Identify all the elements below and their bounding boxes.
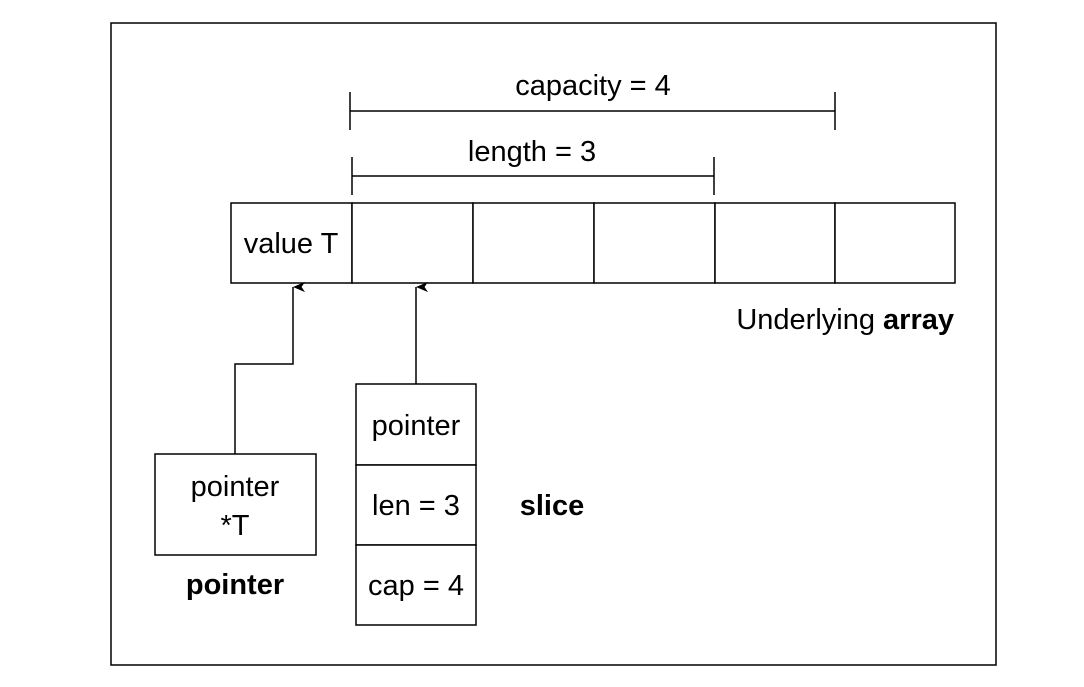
array-cell [834, 202, 956, 284]
pointer-box-line1: pointer [191, 471, 280, 503]
capacity-label: capacity = 4 [515, 70, 671, 102]
pointer-box-line2: *T [221, 510, 250, 542]
array-cell [230, 202, 353, 284]
length-dimension: length = 3 [351, 136, 715, 195]
array-caption: Underlying array [736, 304, 954, 336]
slice-field-pointer-label: pointer [372, 410, 461, 442]
array-cell [714, 202, 836, 284]
slice-field-len [355, 464, 477, 546]
pointer-arrow [234, 281, 305, 454]
capacity-dimension: capacity = 4 [349, 70, 836, 130]
pointer-caption: pointer [186, 569, 284, 601]
diagram-frame [110, 22, 997, 666]
slice-group: pointer len = 3 cap = 4 slice [355, 281, 585, 626]
pointer-group: pointer *T pointer [154, 281, 317, 601]
array-cell-label: value T [244, 228, 339, 260]
array-caption-bold: array [883, 304, 954, 336]
length-label: length = 3 [468, 136, 596, 168]
slice-field-cap-label: cap = 4 [368, 570, 464, 602]
pointer-box [154, 453, 317, 556]
slice-field-cap [355, 544, 477, 626]
slice-field-len-label: len = 3 [372, 490, 460, 522]
array-cell [472, 202, 595, 284]
array-caption-prefix: Underlying [736, 304, 883, 336]
underlying-array: value T Underlying array [230, 202, 956, 336]
slice-caption: slice [520, 490, 585, 522]
slice-field-pointer [355, 383, 477, 466]
array-cell [351, 202, 474, 284]
array-cell [593, 202, 716, 284]
